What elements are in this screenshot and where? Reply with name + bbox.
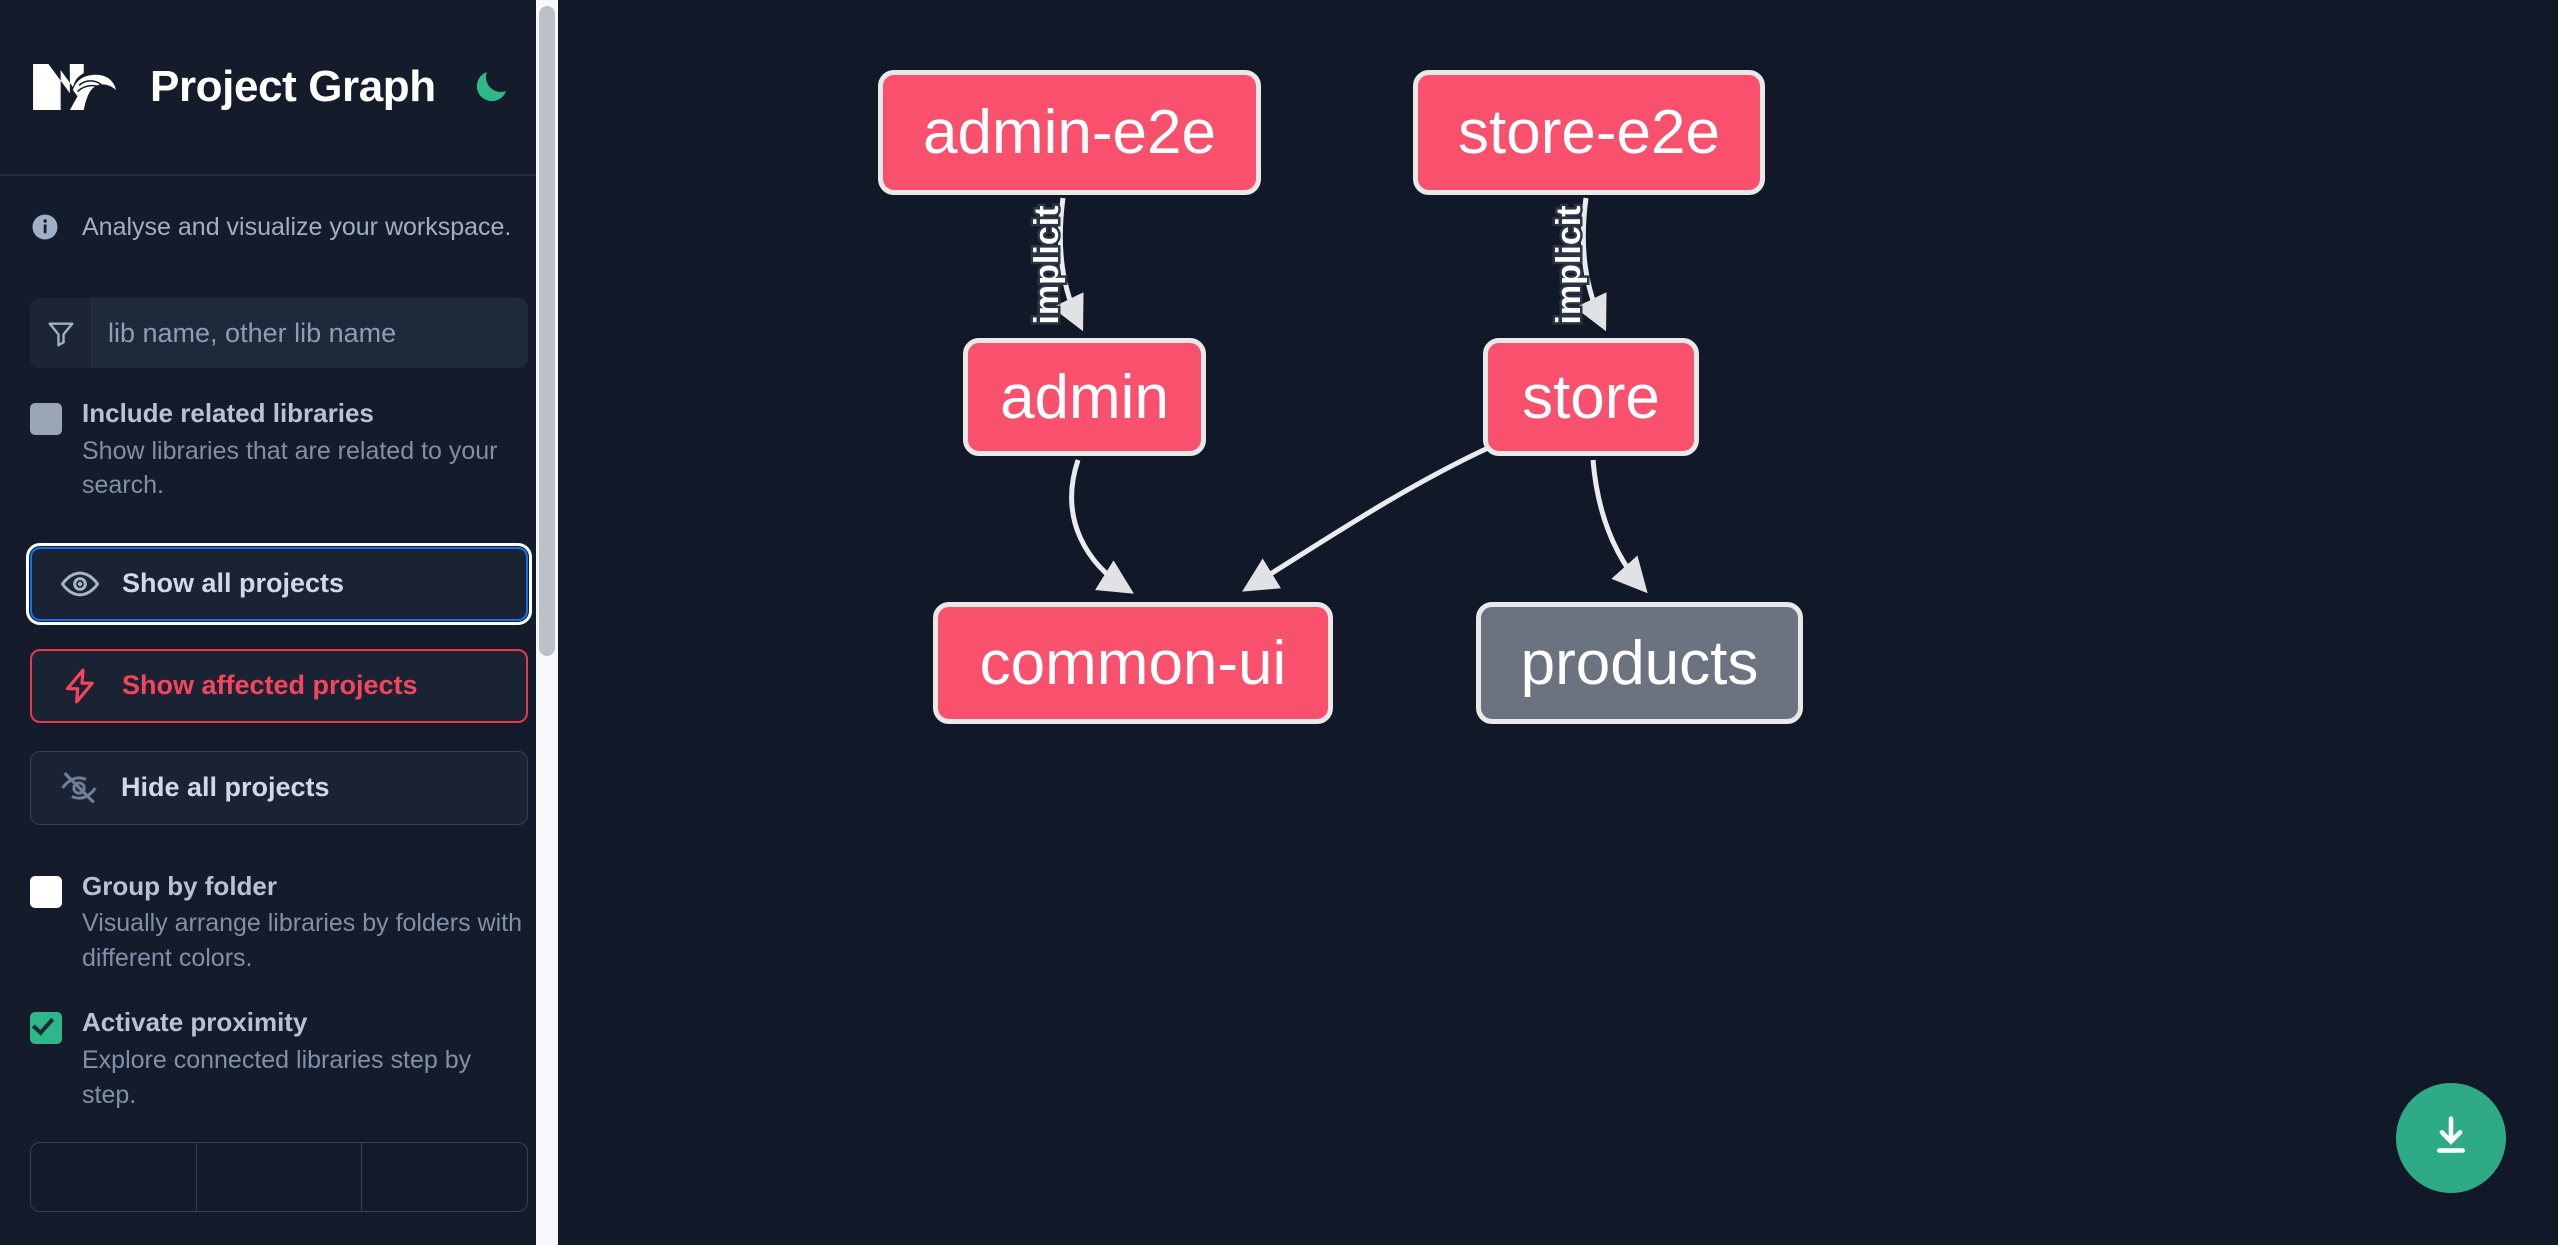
show-all-projects-button[interactable]: Show all projects [26,542,532,625]
graph-node-products[interactable]: products [1476,602,1803,724]
option-group-by-folder[interactable]: Group by folder Visually arrange librari… [0,871,558,976]
lightning-bolt-icon [60,666,100,706]
option-label: Activate proximity [82,1007,308,1038]
show-affected-projects-button[interactable]: Show affected projects [30,648,528,723]
graph-node-store-e2e[interactable]: store-e2e [1413,70,1765,195]
option-activate-proximity[interactable]: Activate proximity Explore connected lib… [0,1007,558,1112]
sidebar: Project Graph Analyse and visualize your… [0,0,558,1245]
option-include-related-libraries[interactable]: Include related libraries Show libraries… [0,398,558,503]
proximity-step-button[interactable] [197,1143,363,1212]
option-description: Visually arrange libraries by folders wi… [82,909,523,972]
proximity-step-button[interactable] [362,1143,527,1211]
graph-canvas[interactable]: implicit implicit admin-e2e store-e2e ad… [558,0,2558,1245]
search-input[interactable] [92,298,528,368]
filter-funnel-icon [30,298,92,368]
tagline-text: Analyse and visualize your workspace. [82,212,512,241]
edge-store-to-products [1590,459,1648,594]
button-label: Hide all projects [121,772,330,803]
edge-label-implicit: implicit [1550,205,1588,324]
node-label: store [1522,362,1660,432]
download-graph-button[interactable] [2396,1083,2506,1193]
edge-store-to-common-ui [1242,445,1490,592]
checkbox-activate-proximity[interactable] [30,1012,62,1045]
moon-icon[interactable] [468,64,514,110]
sidebar-content: Project Graph Analyse and visualize your… [0,0,558,1213]
graph-node-common-ui[interactable]: common-ui [933,602,1333,724]
download-icon [2425,1110,2477,1167]
option-description: Explore connected libraries step by step… [82,1046,472,1109]
edge-admin-e2e-to-admin [1052,197,1084,332]
page-title: Project Graph [150,62,436,111]
proximity-stepper-group[interactable] [30,1142,528,1213]
graph-edges: implicit implicit [1026,197,1648,594]
tagline: Analyse and visualize your workspace. [0,184,558,270]
eye-off-icon [59,768,99,808]
eye-icon [60,564,100,604]
proximity-step-button[interactable] [31,1143,197,1212]
graph-node-store[interactable]: store [1483,338,1699,456]
node-label: products [1520,628,1759,698]
checkbox-group-by-folder[interactable] [30,875,62,908]
node-label: admin-e2e [923,98,1216,167]
option-label: Group by folder [82,870,277,901]
sidebar-header: Project Graph [0,0,558,176]
button-label: Show affected projects [122,670,418,701]
sidebar-scrollbar[interactable] [536,0,558,1245]
edge-store-e2e-to-store [1575,197,1607,332]
node-label: admin [1000,362,1169,432]
edge-admin-to-common-ui [1069,459,1134,594]
button-label: Show all projects [122,568,345,599]
nx-logo-icon [30,56,122,118]
graph-node-admin[interactable]: admin [963,338,1206,456]
sidebar-scrollbar-thumb[interactable] [539,6,555,656]
graph-node-admin-e2e[interactable]: admin-e2e [878,70,1261,195]
option-label: Include related libraries [82,398,374,428]
option-description: Show libraries that are related to your … [82,436,498,500]
node-label: store-e2e [1458,98,1720,167]
search-field[interactable] [30,298,528,368]
hide-all-projects-button[interactable]: Hide all projects [30,750,528,825]
checkbox-include-related-libraries[interactable] [30,403,62,435]
edge-label-implicit: implicit [1028,205,1066,324]
node-label: common-ui [979,628,1287,698]
info-icon [30,212,60,242]
